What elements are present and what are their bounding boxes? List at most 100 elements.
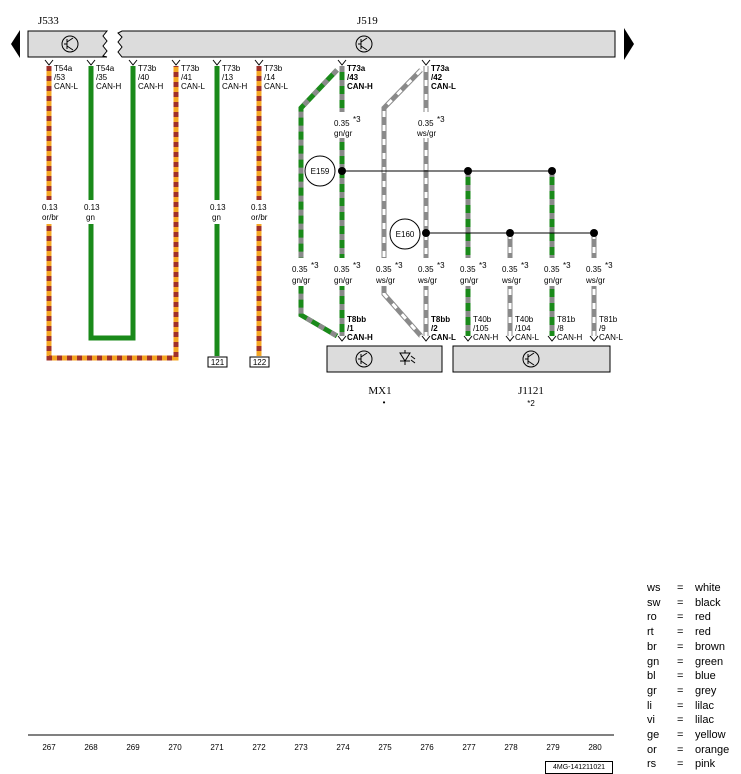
splice-point <box>338 167 346 175</box>
mx1-box <box>326 345 443 373</box>
wire-note: *3 <box>395 261 403 270</box>
legend-code: rt <box>647 626 654 639</box>
pin-connector: T8bb <box>347 315 366 324</box>
legend-eq: = <box>677 729 684 742</box>
column-number: 276 <box>420 743 434 752</box>
pin-connector: T81b <box>557 315 576 324</box>
pin-number: /1 <box>347 324 354 333</box>
wire-note: *3 <box>521 261 529 270</box>
pin-connector: T73b <box>181 64 200 73</box>
legend-row: rs=pink <box>647 757 741 772</box>
connector-pin-icon <box>547 335 557 342</box>
legend-eq: = <box>677 714 684 727</box>
splice-point <box>590 229 598 237</box>
connector-pin-icon <box>337 335 347 342</box>
legend-name: green <box>695 655 724 668</box>
connector-pin-icon <box>505 335 515 342</box>
legend-name: black <box>695 596 721 609</box>
legend-code: li <box>647 699 652 712</box>
wire-note: *3 <box>479 261 487 270</box>
legend-row: gr=grey <box>647 684 741 699</box>
component-label-j533: J533 <box>38 15 59 27</box>
svg-text:or/br: or/br <box>251 213 268 222</box>
legend-row: ro=red <box>647 610 741 625</box>
pin-number: /14 <box>264 73 276 82</box>
top-pin-labels: T54a/53CAN-LT54a/35CAN-HT73b/40CAN-HT73b… <box>44 59 456 91</box>
pin-signal: CAN-H <box>473 333 499 342</box>
legend-row: br=brown <box>647 640 741 655</box>
ref-122: 122 <box>253 358 267 367</box>
wire-color: gn/gr <box>544 276 563 285</box>
svg-text:0.13: 0.13 <box>84 203 100 212</box>
pin-connector: T8bb <box>431 315 450 324</box>
connector-pin-icon <box>212 59 222 66</box>
wire-color: ws/gr <box>585 276 605 285</box>
legend-code: or <box>647 743 657 756</box>
legend-name: red <box>695 626 711 639</box>
next-page-arrow-icon[interactable] <box>624 28 634 60</box>
pin-signal: CAN-H <box>557 333 583 342</box>
legend-name: lilac <box>695 699 714 712</box>
pin-signal: CAN-H <box>347 82 373 91</box>
legend-eq: = <box>677 684 684 697</box>
legend-row: or=orange <box>647 743 741 758</box>
pin-connector: T40b <box>515 315 534 324</box>
legend-name: white <box>695 582 721 594</box>
legend-row: ws=white <box>647 581 741 596</box>
e159-circle <box>304 155 336 187</box>
svg-text:*3: *3 <box>437 115 445 124</box>
column-number: 268 <box>84 743 98 752</box>
wire-size: 0.35 <box>418 265 434 274</box>
svg-text:gn: gn <box>86 213 95 222</box>
connector-pin-icon <box>254 59 264 66</box>
legend-eq: = <box>677 670 684 683</box>
pin-number: /41 <box>181 73 193 82</box>
connector-pin-icon <box>86 59 96 66</box>
pin-number: /9 <box>599 324 606 333</box>
column-number: 274 <box>336 743 350 752</box>
legend-name: yellow <box>695 729 726 742</box>
wire-color: ws/gr <box>501 276 521 285</box>
legend-name: pink <box>695 758 716 771</box>
splice-point <box>464 167 472 175</box>
svg-text:0.35: 0.35 <box>418 119 434 128</box>
legend-row: gn=green <box>647 655 741 670</box>
pin-signal: CAN-H <box>222 82 248 91</box>
legend-eq: = <box>677 758 684 771</box>
pin-number: /40 <box>138 73 150 82</box>
legend-code: ws <box>647 582 661 594</box>
column-number: 267 <box>42 743 56 752</box>
pin-signal: CAN-L <box>54 82 79 91</box>
prev-page-arrow-icon[interactable] <box>11 30 20 58</box>
connector-pin-icon <box>171 59 181 66</box>
component-label-j519: J519 <box>357 15 378 27</box>
pin-signal: CAN-L <box>515 333 540 342</box>
pin-signal: CAN-L <box>181 82 206 91</box>
pin-signal: CAN-H <box>347 333 373 342</box>
column-number: 279 <box>546 743 560 752</box>
pin-number: /53 <box>54 73 66 82</box>
legend-row: li=lilac <box>647 699 741 714</box>
connector-pin-icon <box>463 335 473 342</box>
connector-pin-icon <box>44 59 54 66</box>
wire-note: *3 <box>563 261 571 270</box>
legend-eq: = <box>677 655 684 668</box>
svg-text:0.13: 0.13 <box>42 203 58 212</box>
legend-name: brown <box>695 640 725 653</box>
wire-size: 0.35 <box>544 265 560 274</box>
splice-point <box>506 229 514 237</box>
legend-code: br <box>647 640 657 653</box>
ref-box-121 <box>207 356 228 368</box>
pin-connector: T73b <box>138 64 157 73</box>
document-id: 4MG-141211021 <box>545 761 613 774</box>
legend-eq: = <box>677 743 684 756</box>
connector-pin-icon <box>128 59 138 66</box>
column-number: 278 <box>504 743 518 752</box>
wire-size: 0.35 <box>502 265 518 274</box>
pin-number: /8 <box>557 324 564 333</box>
pin-signal: CAN-H <box>138 82 164 91</box>
legend-name: grey <box>695 684 717 697</box>
pin-connector: T73b <box>222 64 241 73</box>
pin-number: /42 <box>431 73 443 82</box>
